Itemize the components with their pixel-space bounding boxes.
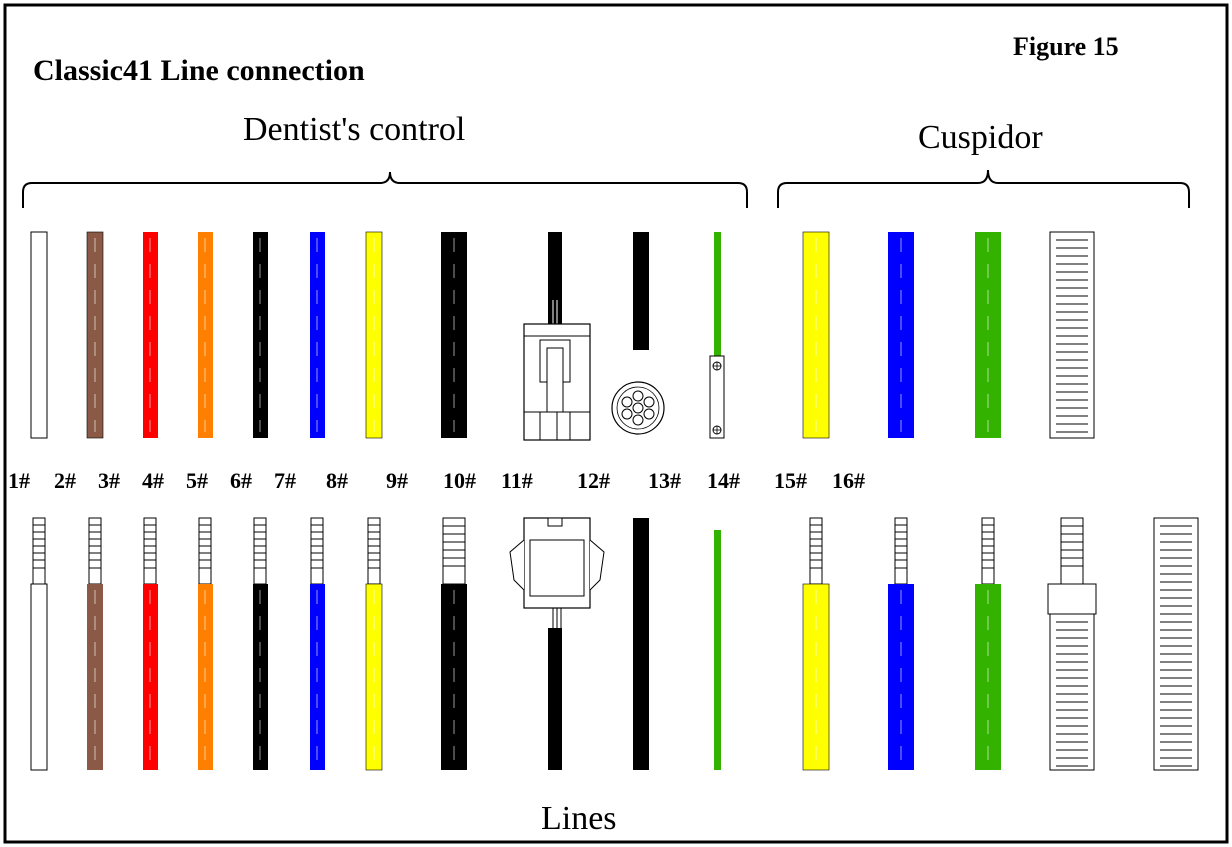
lower-tube-green (975, 517, 1001, 770)
upper-wire-8 (441, 232, 467, 438)
lower-wire-8 (441, 517, 467, 770)
upper-wire-7 (365, 231, 383, 439)
wire-number-5: 5# (186, 468, 208, 493)
page-title: Classic41 Line connection (33, 54, 365, 87)
lower-wire-3 (143, 517, 158, 770)
upper-wire-4 (198, 232, 213, 438)
wire-number-4: 4# (142, 468, 164, 493)
wire-number-9: 9# (386, 468, 408, 493)
lower-multipin-connector (509, 517, 605, 770)
wire-number-15: 15# (774, 468, 807, 493)
lower-wire-15-yellow (802, 517, 830, 771)
lower-wire-16-blue (888, 517, 914, 770)
lower-corrugated-hose-fitting (1047, 517, 1097, 771)
cuspidor-brace (777, 169, 1190, 208)
wire-number-2: 2# (54, 468, 76, 493)
upper-round-connector (611, 232, 665, 435)
upper-wire-3 (143, 232, 158, 438)
upper-tube-green (975, 232, 1001, 438)
wire-number-7: 7# (274, 468, 296, 493)
lower-wire-7 (365, 517, 383, 771)
wire-number-16: 16# (832, 468, 865, 493)
wire-number-13: 13# (648, 468, 681, 493)
wire-number-3: 3# (98, 468, 120, 493)
wire-number-1: 1# (8, 468, 30, 493)
figure-border (3, 3, 1229, 844)
upper-wire-16-blue (888, 232, 914, 438)
lower-wire-2 (87, 517, 103, 770)
lower-corrugated-hose (1153, 517, 1199, 771)
upper-wire-5 (253, 232, 268, 438)
upper-corrugated-hose (1049, 231, 1095, 439)
dentist-brace (22, 171, 748, 208)
upper-multipin-connector (523, 232, 591, 441)
wire-number-12: 12# (577, 468, 610, 493)
upper-wire-2 (86, 231, 104, 439)
upper-wire-1 (30, 231, 48, 439)
cuspidor-label: Cuspidor (918, 119, 1043, 156)
lower-wire-5 (253, 517, 268, 770)
wire-number-labels: 1# 2# 3# 4# 5# 6# 7# 8# 9# 10# 11# 12# 1… (8, 468, 865, 493)
upper-ground-lug (709, 232, 725, 439)
upper-wire-15-yellow (802, 231, 830, 439)
wire-number-6: 6# (230, 468, 252, 493)
lower-wire-4 (198, 517, 213, 770)
lines-label: Lines (541, 800, 617, 837)
lower-wire-1 (30, 517, 48, 771)
lower-green-ground (714, 530, 721, 770)
wire-number-10: 10# (443, 468, 476, 493)
wire-number-14: 14# (707, 468, 740, 493)
figure-label: Figure 15 (1013, 32, 1119, 61)
lower-wire-6 (310, 517, 325, 770)
wire-number-11: 11# (501, 468, 533, 493)
wire-number-8: 8# (326, 468, 348, 493)
upper-wire-6 (310, 232, 325, 438)
lower-black-cable (633, 518, 649, 770)
dentist-control-label: Dentist's control (243, 111, 465, 148)
